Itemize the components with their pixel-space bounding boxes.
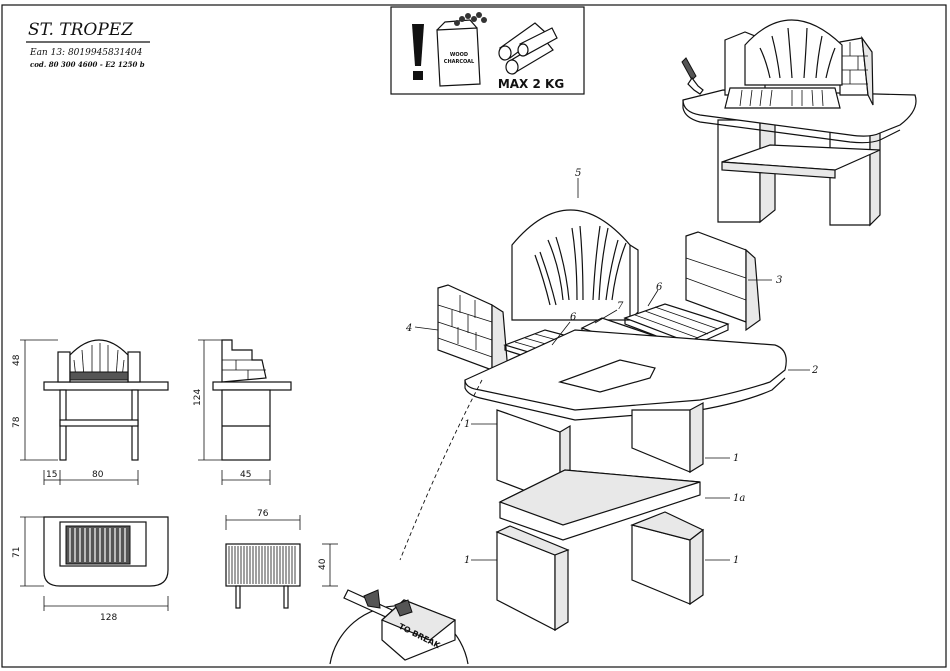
dim-top-depth: 71 bbox=[12, 547, 22, 558]
firewood-logs-icon bbox=[499, 23, 557, 74]
assembled-barbecue bbox=[682, 20, 916, 225]
label-part-1-lower-right: 1 bbox=[733, 555, 739, 566]
label-part-6-left: 6 bbox=[570, 312, 577, 323]
dim-grill-width: 76 bbox=[257, 509, 269, 519]
detail-circle: TO BREAK bbox=[330, 590, 468, 664]
front-view bbox=[20, 340, 168, 485]
product-code: cod. 80 300 4600 - E2 1250 b bbox=[30, 60, 145, 69]
bag-label-wood: WOOD bbox=[450, 52, 468, 58]
label-part-4: 4 bbox=[405, 323, 412, 334]
part-1-upper-leg-right bbox=[632, 403, 703, 472]
part-4-left-wall bbox=[438, 285, 508, 378]
dim-front-left-width: 15 bbox=[46, 470, 57, 480]
dim-side-width: 45 bbox=[240, 470, 251, 480]
side-view bbox=[198, 340, 291, 485]
brush-icon bbox=[682, 58, 703, 94]
dim-top-width: 128 bbox=[100, 613, 117, 623]
dim-grill-depth: 40 bbox=[318, 558, 328, 570]
max-load-text: MAX 2 KG bbox=[498, 77, 564, 91]
dim-front-top-height: 48 bbox=[12, 354, 22, 366]
part-1-lower-leg-left bbox=[497, 526, 568, 630]
dim-side-height: 124 bbox=[193, 389, 203, 406]
part-1-lower-leg-right bbox=[632, 512, 703, 604]
charcoal-bag-icon: WOOD CHARCOAL bbox=[437, 12, 487, 86]
label-part-1-lower-left: 1 bbox=[464, 555, 470, 566]
label-part-1a: 1a bbox=[733, 493, 745, 504]
exclamation-icon bbox=[412, 24, 424, 80]
label-part-3: 3 bbox=[776, 275, 782, 286]
label-part-1-upper-right: 1 bbox=[733, 453, 739, 464]
label-part-6-right: 6 bbox=[656, 282, 663, 293]
top-view bbox=[20, 517, 168, 611]
dim-front-main-width: 80 bbox=[92, 470, 104, 480]
label-part-5: 5 bbox=[575, 168, 581, 179]
bag-label-charcoal: CHARCOAL bbox=[444, 59, 475, 65]
ean-code: Ean 13: 8019945831404 bbox=[29, 48, 143, 58]
detail-leader bbox=[400, 380, 482, 560]
label-part-2: 2 bbox=[811, 365, 818, 376]
dim-front-bottom-height: 78 bbox=[12, 416, 22, 428]
label-part-1-upper-left: 1 bbox=[464, 419, 470, 430]
product-title: ST. TROPEZ bbox=[28, 20, 134, 40]
warning-box: WOOD CHARCOAL MAX 2 KG bbox=[391, 7, 584, 94]
label-part-7: 7 bbox=[617, 301, 624, 312]
